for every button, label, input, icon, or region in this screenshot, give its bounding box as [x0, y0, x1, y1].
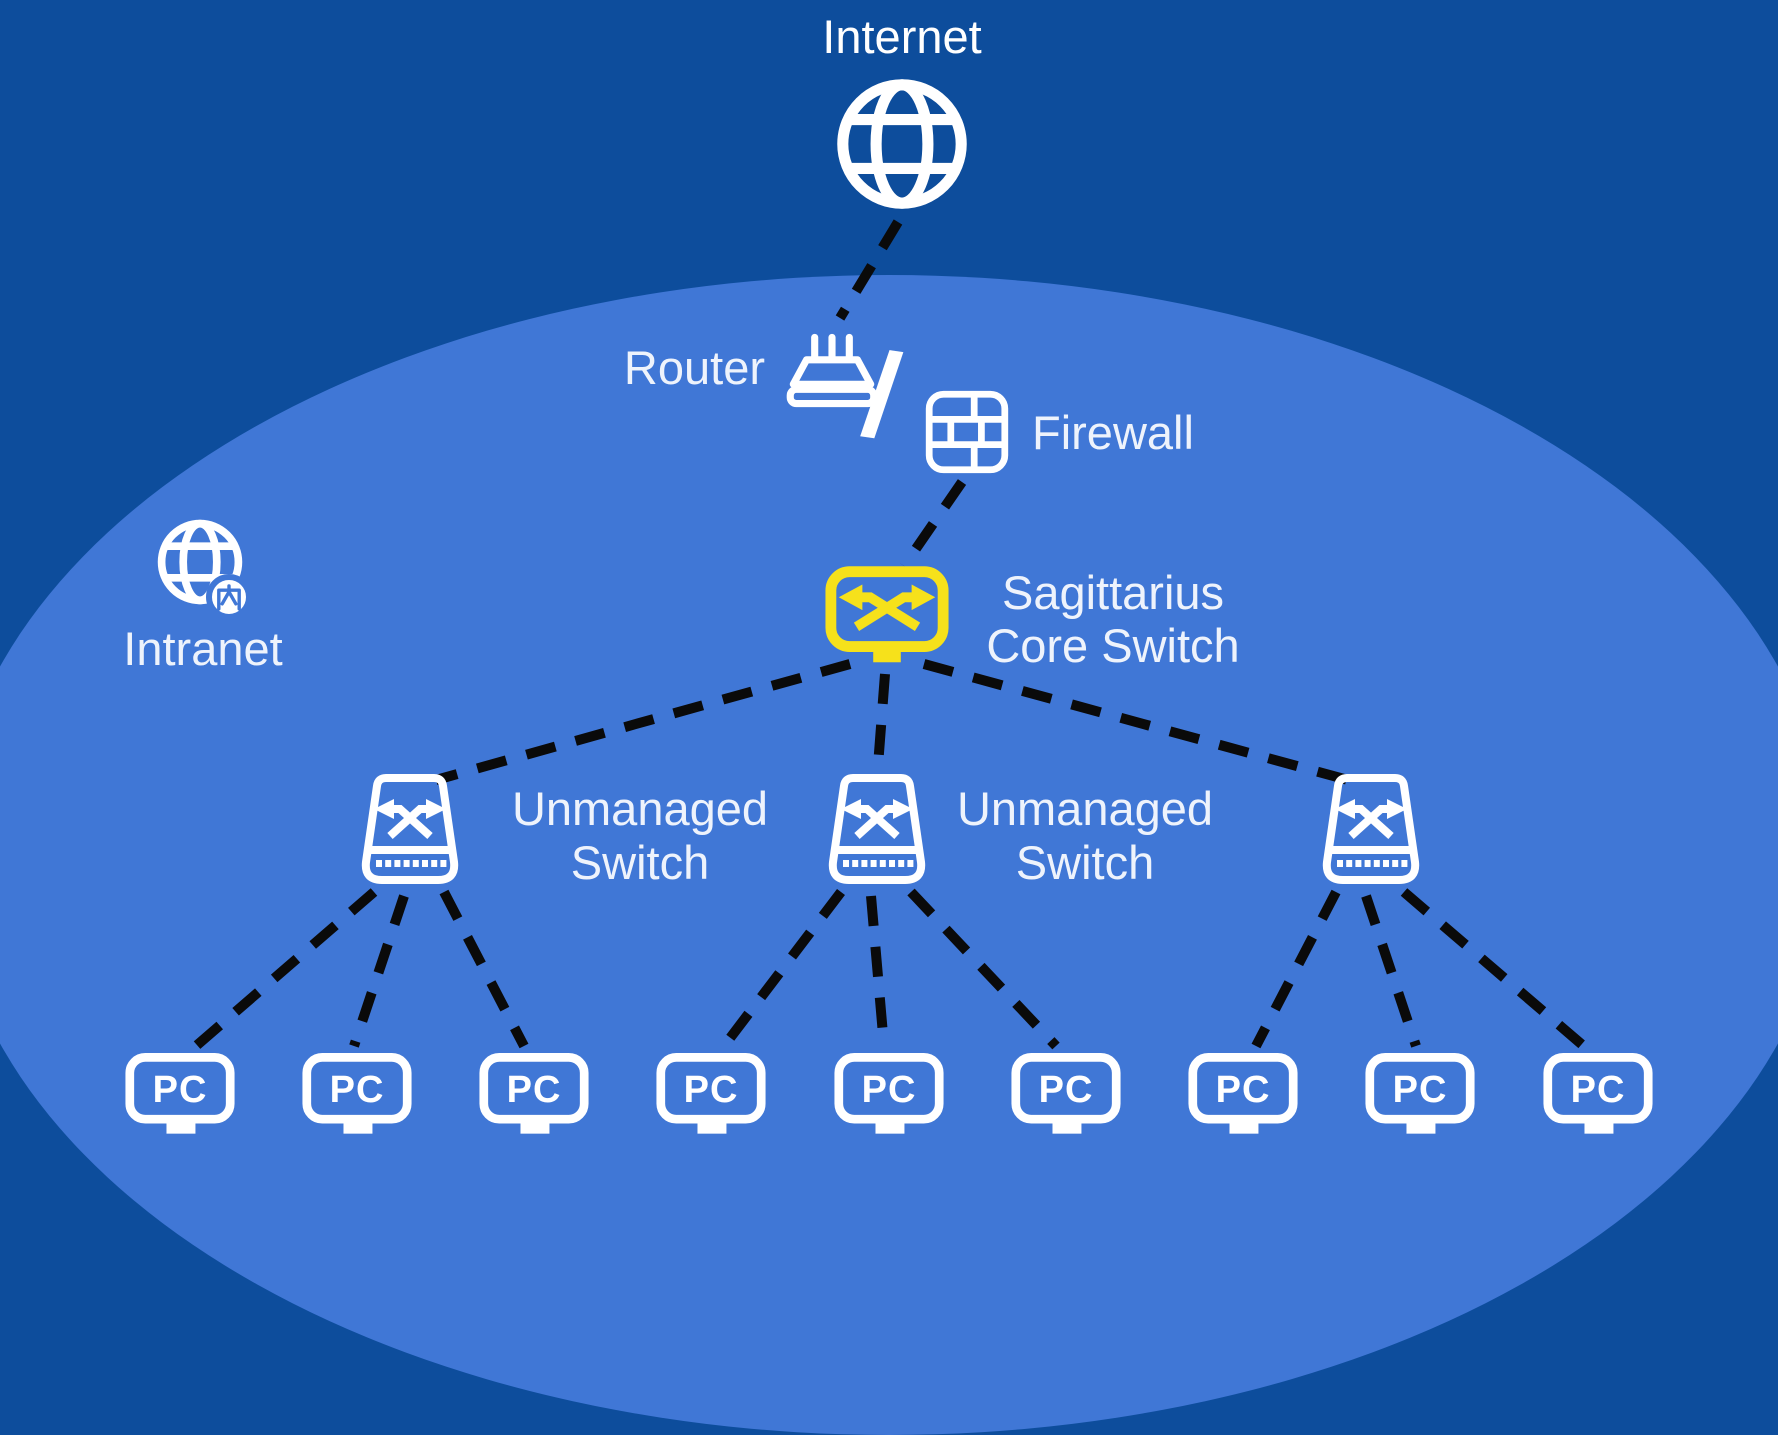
intranet-label: Intranet — [123, 622, 283, 675]
connection-lines — [192, 219, 1590, 1052]
pc-2-icon — [302, 1053, 412, 1134]
pc-1-label: PC — [152, 1069, 208, 1111]
internet-label: Internet — [822, 10, 982, 63]
intranet-zone-ellipse — [0, 275, 1778, 1435]
network-diagram: Internet Router / Firewall — [0, 10, 1778, 1435]
pc-8-label: PC — [1392, 1069, 1448, 1111]
edge-switch-pc3 — [439, 889, 529, 1049]
edge-switch-pc9 — [1400, 888, 1590, 1052]
router-icon — [786, 333, 878, 408]
unmanaged-switch-label-2: Unmanaged Switch — [956, 782, 1214, 890]
firewall-icon — [925, 390, 1009, 474]
pc-6-icon — [1011, 1053, 1121, 1134]
pc-6-label: PC — [1038, 1069, 1094, 1111]
pc-7-label: PC — [1215, 1069, 1271, 1111]
edge-switch-pc2 — [349, 894, 409, 1048]
edge-switch-pc6 — [907, 888, 1060, 1050]
pc-3-label: PC — [506, 1069, 562, 1111]
edge-internet-router — [835, 219, 903, 321]
pc-9-label: PC — [1570, 1069, 1626, 1111]
edge-switch-pc1 — [192, 888, 378, 1050]
router-label: Router — [623, 341, 765, 394]
edge-firewall-core — [899, 479, 967, 569]
core-switch-label-line1: Sagittarius — [1001, 566, 1225, 619]
core-switch-label-line2: Core Switch — [986, 619, 1240, 672]
edge-switch-pc5 — [866, 895, 889, 1047]
core-switch-label: Sagittarius Core Switch — [963, 566, 1263, 672]
pc-7-icon — [1188, 1053, 1298, 1134]
edge-switch-pc7 — [1251, 889, 1341, 1049]
pc-3-icon — [479, 1053, 589, 1134]
core-switch-icon — [825, 566, 949, 663]
unmanaged-switch-left-icon — [361, 774, 459, 884]
edge-core-switch-right — [922, 659, 1350, 785]
pc-9-icon — [1543, 1053, 1653, 1134]
internet-globe-icon — [837, 79, 967, 209]
pc-2-label: PC — [329, 1069, 385, 1111]
edge-switch-pc4 — [720, 888, 845, 1050]
pc-4-icon — [656, 1053, 766, 1134]
intranet-badge — [206, 574, 252, 620]
edge-core-switch-middle — [873, 673, 890, 767]
unmanaged-switch-label-1: Unmanaged Switch — [511, 782, 769, 890]
pc-1-icon — [125, 1053, 235, 1134]
unmanaged-switch-middle-icon — [828, 774, 926, 884]
edge-core-switch-left — [434, 659, 852, 785]
pc-5-icon — [834, 1053, 944, 1134]
intranet-badge-glyph — [217, 584, 241, 611]
pc-4-label: PC — [683, 1069, 739, 1111]
edge-switch-pc8 — [1361, 894, 1421, 1048]
unmanaged-switch-right-icon — [1322, 774, 1420, 884]
pc-5-label: PC — [861, 1069, 917, 1111]
firewall-label: Firewall — [1032, 406, 1194, 459]
pc-8-icon — [1365, 1053, 1475, 1134]
